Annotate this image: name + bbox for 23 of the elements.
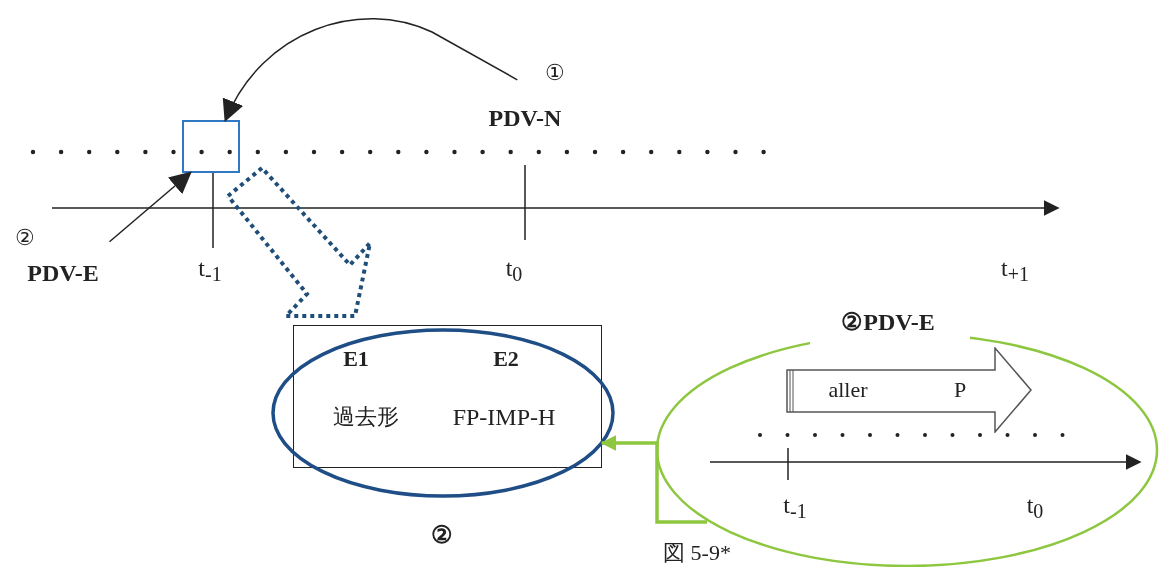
arrow <box>600 435 707 524</box>
callout-number: ② <box>431 523 453 547</box>
time-label: t$_{0}$ <box>505 255 523 285</box>
text-label: ① <box>545 62 565 84</box>
text-label: ② <box>15 227 35 249</box>
heading-label: ②PDV-E <box>841 310 935 334</box>
highlight-square <box>182 120 240 173</box>
hollow-arrow <box>225 165 374 318</box>
text-label: FP-IMP-H <box>452 405 556 429</box>
time-label: t$_{+1}$ <box>1001 255 1029 285</box>
arrow <box>224 18 519 122</box>
text-label: aller <box>828 379 868 401</box>
figure-caption: 図 5-9* <box>663 542 731 564</box>
heading-label: PDV-N <box>488 106 562 130</box>
time-label: t$_{-1}$ <box>198 255 222 285</box>
heading-label: PDV-E <box>27 261 99 285</box>
arrow <box>108 171 192 243</box>
time-label: t$_{-1}$ <box>783 492 807 522</box>
text-label: 過去形 <box>333 406 399 428</box>
heading-label: E2 <box>493 348 519 370</box>
text-label: P <box>953 379 967 401</box>
heading-label: E1 <box>343 348 369 370</box>
time-label: t$_{0}$ <box>1026 492 1044 522</box>
